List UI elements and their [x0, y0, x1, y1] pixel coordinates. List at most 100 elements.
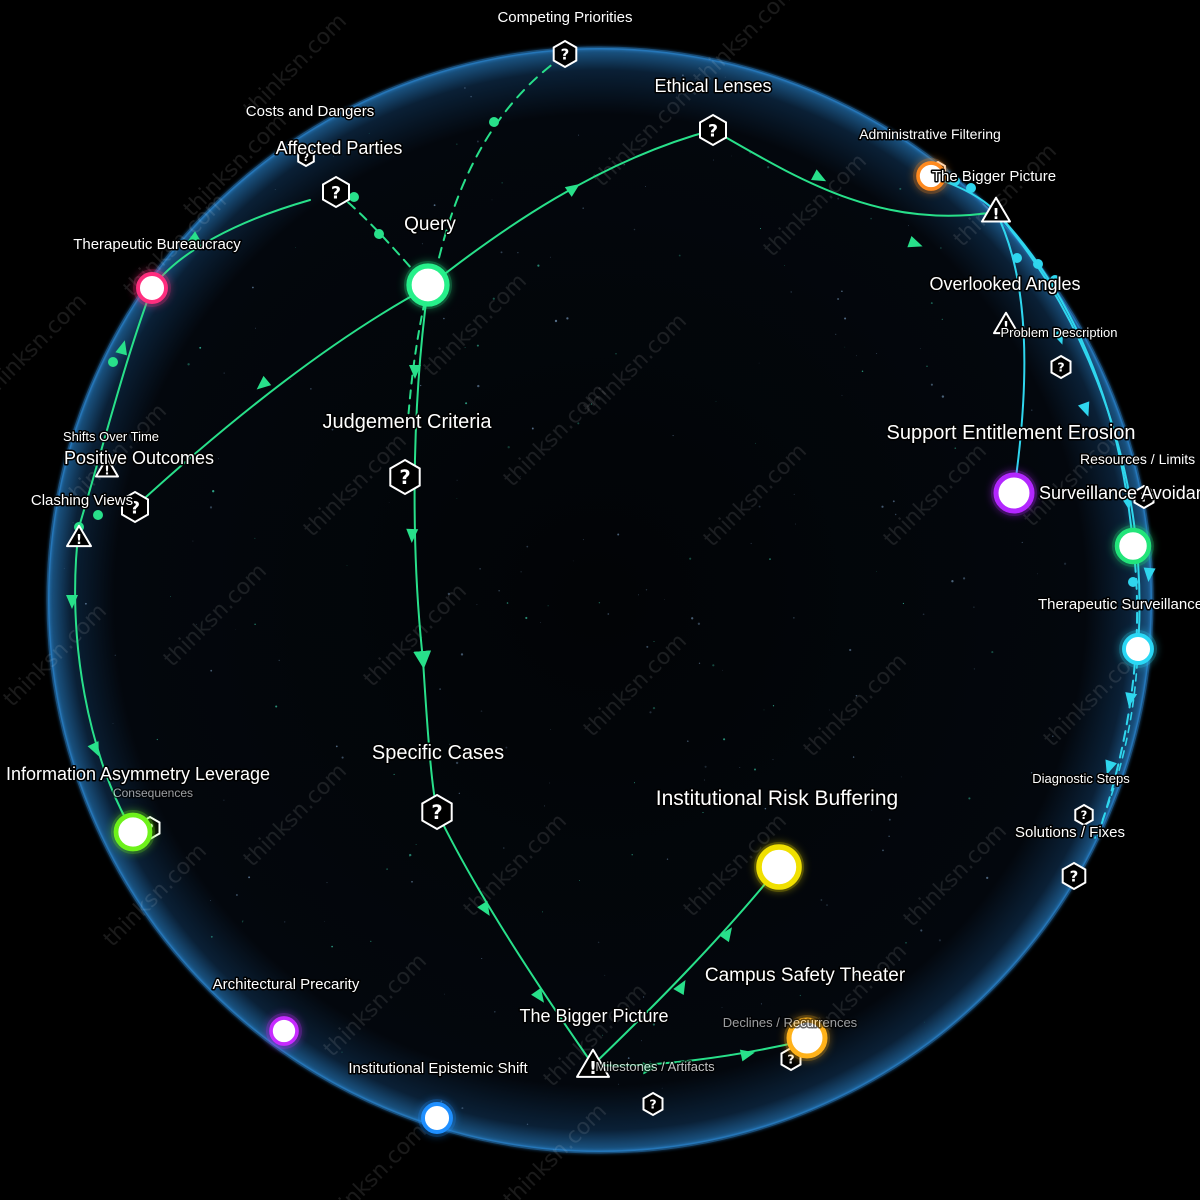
star-dot — [764, 807, 767, 810]
overlooked-angles-warning-icon[interactable]: ! — [981, 196, 1011, 223]
label-the-bigger-picture-top[interactable]: The Bigger Picture — [930, 167, 1057, 187]
label-declines-recurrences[interactable]: Declines / Recurrences — [721, 1014, 859, 1032]
star-dot — [443, 317, 445, 320]
svg-text:!: ! — [992, 205, 999, 223]
edge-layer — [74, 54, 1141, 1067]
edge-bigger-picture-campus-safety — [592, 1039, 808, 1067]
star-dot — [602, 1034, 604, 1036]
star-dot — [876, 571, 877, 572]
label-ethical-lenses[interactable]: Ethical Lenses — [653, 75, 773, 98]
label-solutions-fixes[interactable]: Solutions / Fixes — [1013, 823, 1126, 843]
label-judgement-criteria[interactable]: Judgement Criteria — [321, 410, 494, 435]
label-milestones-artifacts[interactable]: Milestones / Artifacts — [594, 1058, 717, 1076]
star-dot — [333, 155, 334, 157]
resources-limits-question-icon[interactable]: ? — [1133, 484, 1155, 510]
query-node[interactable] — [404, 261, 452, 309]
the-bigger-picture-bottom-warning-icon[interactable]: ! — [576, 1048, 610, 1079]
label-diagnostic-steps[interactable]: Diagnostic Steps — [1031, 770, 1132, 788]
therapeutic-bureaucracy-node[interactable] — [133, 269, 171, 307]
label-shifts-over-time[interactable]: Shifts Over Time — [61, 428, 160, 446]
edge-junction-dot — [1033, 259, 1043, 269]
star-dot — [537, 264, 540, 267]
judgement-criteria-question-icon[interactable]: ? — [389, 458, 421, 496]
surveillance-avoidance-node[interactable] — [991, 470, 1037, 516]
therapeutic-surveillance-node[interactable] — [1119, 630, 1157, 668]
campus-safety-theater-node[interactable] — [784, 1015, 830, 1061]
star-dot — [554, 319, 558, 323]
label-architectural-precarity[interactable]: Architectural Precarity — [211, 975, 361, 995]
information-asymmetry-leverage-node[interactable] — [111, 810, 155, 854]
edge-arrowhead — [1051, 329, 1064, 345]
ethical-lenses-question-icon[interactable]: ? — [699, 113, 727, 147]
label-information-asymmetry-leverage[interactable]: Information Asymmetry Leverage — [4, 763, 271, 786]
star-dot — [721, 1006, 723, 1008]
svg-text:?: ? — [708, 121, 718, 141]
edge-arrowhead — [1077, 401, 1090, 417]
star-dot — [439, 688, 441, 690]
star-dot — [284, 921, 286, 923]
star-dot — [686, 740, 689, 743]
institutional-epistemic-shift-node[interactable] — [418, 1099, 456, 1137]
star-dot — [242, 920, 244, 922]
star-dot — [844, 346, 846, 348]
label-the-bigger-picture-bottom[interactable]: The Bigger Picture — [518, 1005, 670, 1028]
label-institutional-risk-buffering[interactable]: Institutional Risk Buffering — [654, 786, 899, 812]
affected-parties-question-icon[interactable]: ? — [322, 175, 350, 209]
star-dot — [750, 542, 752, 545]
star-dot — [341, 1051, 343, 1053]
milestones-artifacts-question-icon[interactable]: ? — [642, 1091, 664, 1117]
costs-and-dangers-question-icon[interactable]: ? — [297, 146, 315, 168]
label-administrative-filtering[interactable]: Administrative Filtering — [858, 125, 1003, 144]
label-therapeutic-surveillance[interactable]: Therapeutic Surveillance — [1037, 595, 1200, 615]
problem-description-question-icon[interactable]: ? — [1050, 354, 1072, 380]
label-clashing-views[interactable]: Clashing Views — [29, 491, 134, 511]
label-competing-priorities[interactable]: Competing Priorities — [496, 8, 634, 28]
support-entitlement-erosion-node[interactable] — [1112, 525, 1154, 567]
problem-description-warning-warning-icon[interactable]: ! — [993, 311, 1019, 335]
institutional-risk-buffering-node[interactable] — [754, 842, 804, 892]
label-therapeutic-bureaucracy[interactable]: Therapeutic Bureaucracy — [72, 235, 243, 255]
label-specific-cases[interactable]: Specific Cases — [370, 741, 505, 766]
competing-priorities-question-icon[interactable]: ? — [552, 39, 578, 69]
label-overlooked-angles[interactable]: Overlooked Angles — [928, 273, 1082, 296]
star-dot — [210, 900, 211, 902]
label-institutional-epistemic-shift[interactable]: Institutional Epistemic Shift — [347, 1059, 530, 1079]
star-dot — [526, 1123, 529, 1126]
star-dot — [653, 641, 655, 643]
star-dot — [739, 767, 741, 768]
star-dot — [192, 540, 194, 542]
star-dot — [456, 498, 458, 499]
star-dot — [769, 558, 771, 560]
label-consequences[interactable]: Consequences — [111, 785, 194, 802]
star-dot — [799, 994, 801, 997]
star-dot — [720, 972, 722, 974]
edge-arrowhead — [115, 340, 127, 356]
specific-cases-question-icon[interactable]: ? — [421, 793, 453, 831]
the-bigger-picture-top-node[interactable] — [913, 158, 949, 194]
edge-arrowhead — [87, 741, 99, 757]
diagnostic-steps-question-icon[interactable]: ? — [1074, 803, 1094, 827]
star-dot — [465, 402, 468, 405]
clashing-views-question-icon[interactable]: ? — [121, 490, 149, 524]
label-query[interactable]: Query — [403, 213, 458, 237]
shifts-over-time-warning-icon[interactable]: ! — [95, 456, 119, 478]
star-dot — [828, 709, 830, 711]
architectural-precarity-node[interactable] — [266, 1013, 302, 1049]
label-costs-and-dangers[interactable]: Costs and Dangers — [244, 102, 375, 122]
edge-junction-dot — [489, 117, 499, 127]
star-dot — [731, 155, 733, 157]
label-surveillance-avoidance[interactable]: Surveillance Avoidan — [1038, 482, 1200, 505]
label-resources-limits[interactable]: Resources / Limits — [1079, 450, 1197, 469]
label-affected-parties[interactable]: Affected Parties — [274, 137, 404, 160]
star-dot — [476, 604, 478, 606]
label-problem-description[interactable]: Problem Description — [999, 324, 1119, 342]
star-dot — [545, 1011, 546, 1012]
star-dot — [494, 1011, 496, 1013]
label-campus-safety-theater[interactable]: Campus Safety Theater — [703, 964, 907, 988]
shifts-over-time-lower-warning-icon[interactable]: ! — [66, 524, 92, 548]
watermark-text: thinksn.com — [0, 289, 92, 402]
star-dot — [835, 333, 837, 336]
label-support-entitlement-erosion[interactable]: Support Entitlement Erosion — [885, 421, 1137, 446]
solutions-fixes-question-icon[interactable]: ? — [1061, 861, 1087, 891]
label-positive-outcomes[interactable]: Positive Outcomes — [62, 447, 215, 470]
